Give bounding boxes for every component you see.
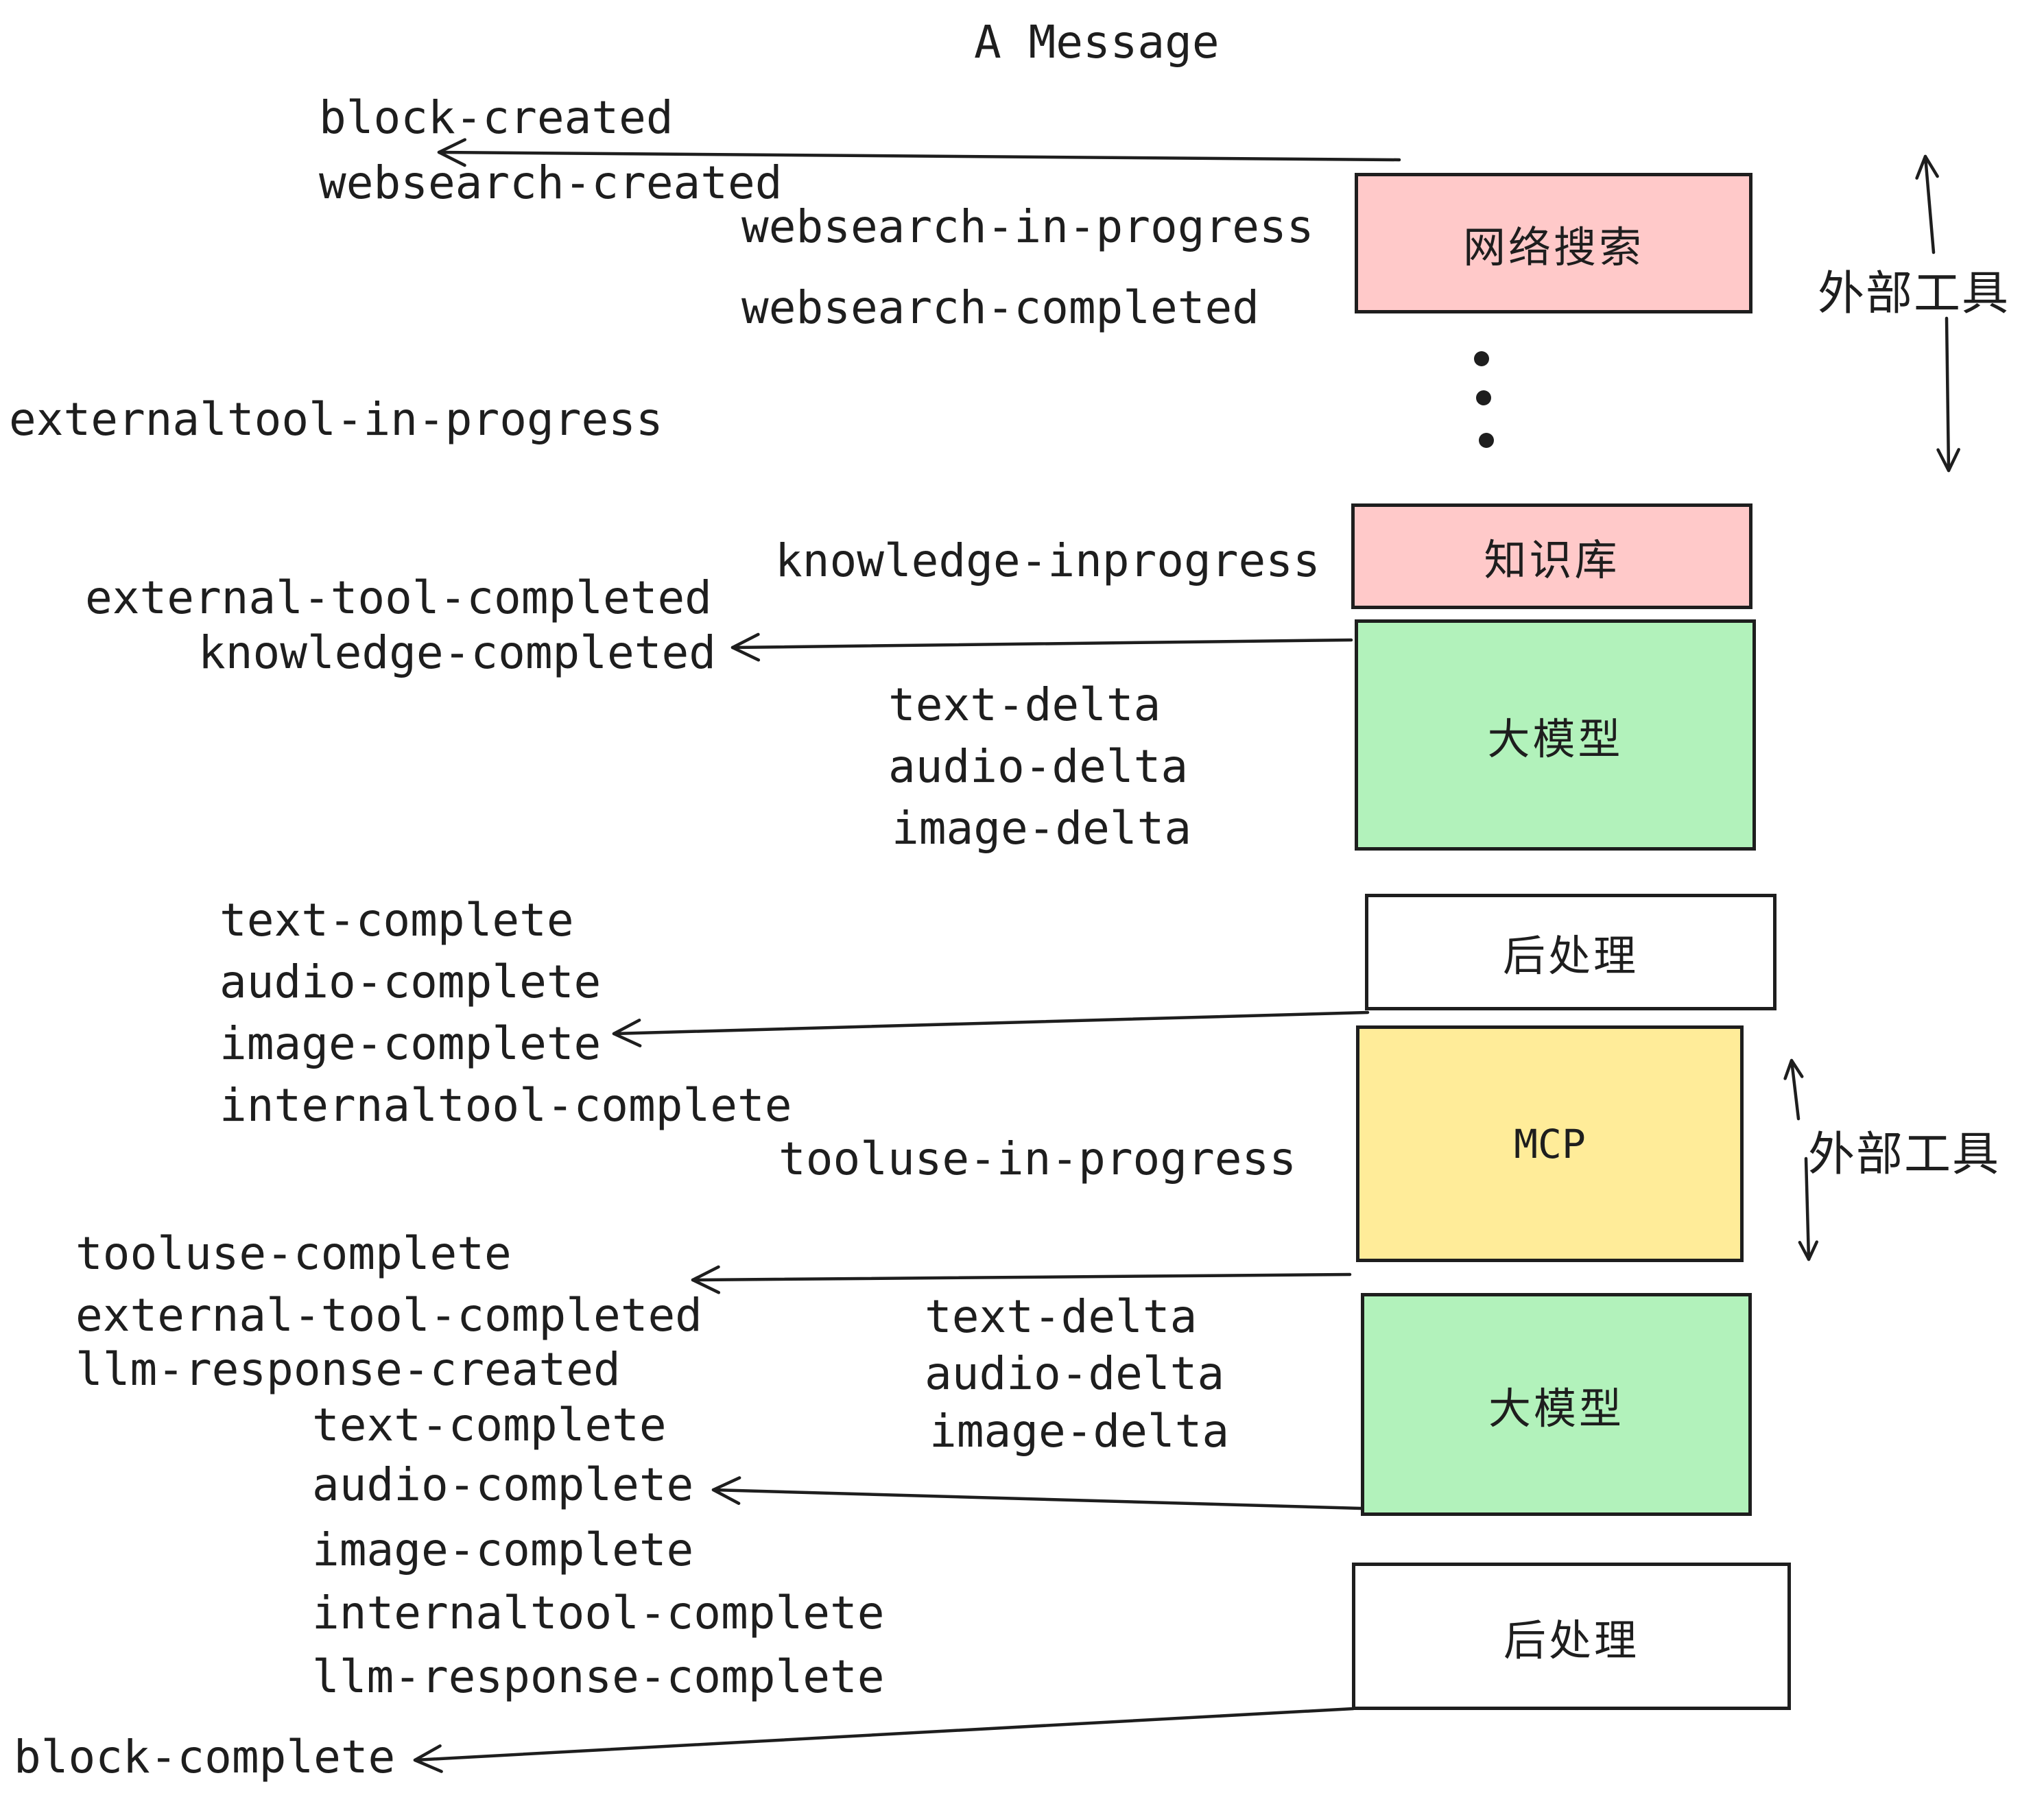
box-websearch-label: 网络搜索 — [1462, 222, 1644, 272]
event-llm-response-created: llm-response-created — [75, 1343, 621, 1396]
box-llm-2-label: 大模型 — [1488, 1383, 1624, 1434]
event-image-delta-2: image-delta — [929, 1405, 1230, 1458]
arrow-to-block-complete — [413, 1707, 1355, 1773]
box-websearch: 网络搜索 — [1355, 173, 1752, 313]
arrow-to-image-complete — [612, 1010, 1370, 1047]
event-text-delta-2: text-delta — [925, 1290, 1198, 1343]
event-audio-delta-1: audio-delta — [888, 740, 1189, 793]
event-internaltool-complete-1: internaltool-complete — [219, 1079, 792, 1132]
arrow-external-mcp-up — [1783, 1058, 1804, 1121]
ellipsis-dot — [1479, 433, 1494, 448]
event-image-complete-1: image-complete — [219, 1017, 602, 1070]
event-websearch-created: websearch-created — [319, 156, 783, 209]
event-externaltool-in-progress: externaltool-in-progress — [9, 393, 663, 446]
arrow-to-knowledge-completed — [730, 632, 1353, 662]
event-external-tool-completed-2: external-tool-completed — [75, 1289, 702, 1342]
event-text-complete-2: text-complete — [312, 1399, 667, 1451]
event-tooluse-in-progress: tooluse-in-progress — [779, 1132, 1296, 1185]
event-knowledge-completed: knowledge-completed — [198, 626, 716, 679]
event-image-delta-1: image-delta — [892, 802, 1192, 855]
event-block-created: block-created — [319, 91, 674, 144]
event-block-complete: block-complete — [14, 1731, 396, 1783]
event-websearch-completed: websearch-completed — [741, 281, 1259, 334]
label-external-tools-mcp: 外部工具 — [1808, 1128, 2001, 1182]
event-knowledge-inprogress: knowledge-inprogress — [775, 534, 1320, 587]
event-image-complete-2: image-complete — [312, 1523, 694, 1576]
arrow-external-top-up — [1915, 154, 1939, 254]
box-llm-2: 大模型 — [1361, 1293, 1752, 1516]
box-mcp-label: MCP — [1514, 1120, 1586, 1167]
event-tooluse-complete: tooluse-complete — [75, 1227, 512, 1280]
box-llm-1-label: 大模型 — [1487, 713, 1624, 764]
arrow-to-audio-complete-2 — [711, 1476, 1363, 1510]
event-audio-complete-2: audio-complete — [312, 1458, 694, 1511]
ellipsis-dot — [1476, 390, 1491, 405]
ellipsis-dot — [1474, 351, 1489, 366]
event-audio-complete-1: audio-complete — [219, 956, 602, 1008]
event-llm-response-complete: llm-response-complete — [312, 1650, 885, 1703]
arrow-external-top-down — [1936, 316, 1960, 473]
box-postprocess-2: 后处理 — [1352, 1563, 1791, 1710]
event-internaltool-complete-2: internaltool-complete — [312, 1587, 885, 1639]
box-knowledge-label: 知识库 — [1484, 535, 1620, 585]
box-postprocess-1: 后处理 — [1365, 894, 1776, 1010]
event-text-delta-1: text-delta — [888, 678, 1161, 731]
event-websearch-in-progress: websearch-in-progress — [741, 200, 1314, 253]
box-postprocess-2-label: 后处理 — [1503, 1615, 1639, 1665]
event-external-tool-completed-1: external-tool-completed — [85, 571, 712, 624]
box-postprocess-1-label: 后处理 — [1502, 931, 1639, 981]
diagram-title: A Message — [974, 16, 1220, 69]
box-llm-1: 大模型 — [1355, 619, 1756, 851]
box-knowledge: 知识库 — [1351, 503, 1752, 609]
event-text-complete-1: text-complete — [219, 894, 574, 947]
label-external-tools-top: 外部工具 — [1818, 267, 2010, 321]
box-mcp: MCP — [1356, 1025, 1744, 1262]
event-audio-delta-2: audio-delta — [925, 1347, 1225, 1400]
arrow-to-tooluse-complete — [691, 1265, 1352, 1294]
